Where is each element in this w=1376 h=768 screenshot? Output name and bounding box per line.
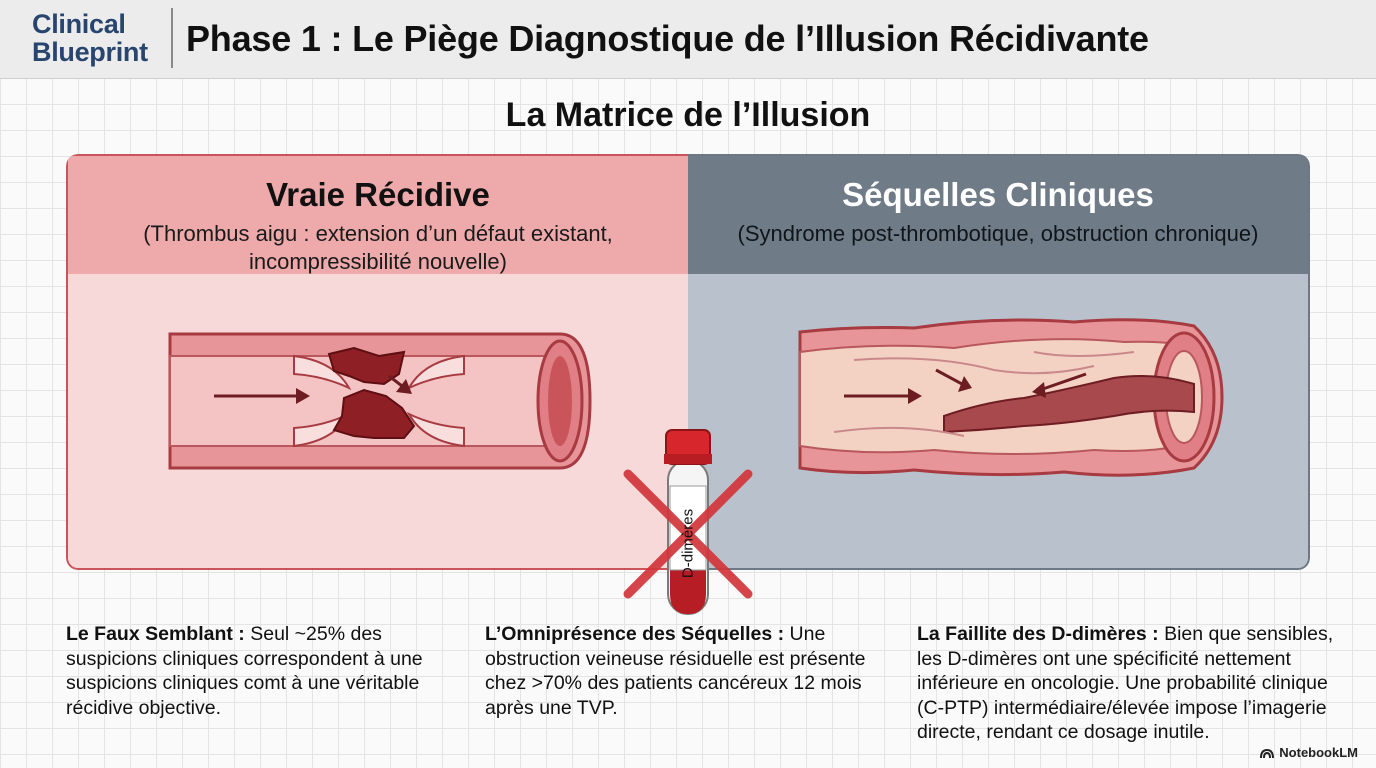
panel-clinical-sequelae-header: Séquelles Cliniques (Syndrome post-throm… bbox=[688, 156, 1308, 274]
matrix-title: La Matrice de l’Illusion bbox=[505, 96, 871, 134]
note-faux-semblant-text: Seul ~25% des suspicions cliniques corre… bbox=[66, 623, 423, 719]
note-faux-semblant: Le Faux Semblant : Seul ~25% des suspici… bbox=[66, 622, 466, 720]
page-title: Phase 1 : Le Piège Diagnostique de l’Ill… bbox=[186, 18, 1149, 59]
panel-true-recurrence-subtitle: (Thrombus aigu : extension d’un défaut e… bbox=[143, 221, 613, 274]
note-omnipresence-sequelles-lead: L’Omniprésence des Séquelles : bbox=[485, 623, 785, 645]
note-omnipresence-sequelles: L’Omniprésence des Séquelles : Une obstr… bbox=[485, 622, 895, 720]
watermark-text: NotebookLM bbox=[1279, 745, 1358, 760]
panel-clinical-sequelae-subtitle: (Syndrome post-thrombotique, obstruction… bbox=[737, 221, 1259, 246]
brand-line-2: Blueprint bbox=[32, 37, 148, 67]
d-dimer-tube-label: D-dimères bbox=[679, 508, 697, 579]
notebooklm-logo-icon bbox=[1260, 748, 1275, 758]
panel-clinical-sequelae: Séquelles Cliniques (Syndrome post-throm… bbox=[688, 154, 1310, 570]
note-faillite-d-dimeres: La Faillite des D-dimères : Bien que sen… bbox=[917, 622, 1342, 745]
header-divider bbox=[171, 8, 173, 68]
note-faillite-d-dimeres-lead: La Faillite des D-dimères : bbox=[917, 623, 1159, 645]
d-dimer-tube-crossed-icon bbox=[623, 429, 753, 615]
note-omnipresence-sequelles-text: Une obstruction veineuse résiduelle est … bbox=[485, 623, 866, 719]
panel-clinical-sequelae-title: Séquelles Cliniques bbox=[842, 176, 1154, 213]
header-bar: Clinical Blueprint Phase 1 : Le Piège Di… bbox=[0, 0, 1376, 79]
chronic-obstruction-vessel-illustration bbox=[798, 318, 1224, 477]
panel-true-recurrence-header: Vraie Récidive (Thrombus aigu : extensio… bbox=[68, 156, 688, 274]
panel-true-recurrence-title: Vraie Récidive bbox=[266, 176, 490, 213]
illusion-matrix: Vraie Récidive (Thrombus aigu : extensio… bbox=[66, 154, 1310, 570]
brand-line-1: Clinical bbox=[32, 9, 126, 39]
notebooklm-watermark: NotebookLM bbox=[1260, 745, 1358, 760]
panel-true-recurrence: Vraie Récidive (Thrombus aigu : extensio… bbox=[66, 154, 688, 570]
brand-logo: Clinical Blueprint bbox=[32, 10, 148, 66]
note-faillite-d-dimeres-text: Bien que sensibles, les D-dimères ont un… bbox=[917, 623, 1334, 743]
acute-thrombus-vessel-illustration bbox=[168, 332, 592, 470]
note-faux-semblant-lead: Le Faux Semblant : bbox=[66, 623, 245, 645]
